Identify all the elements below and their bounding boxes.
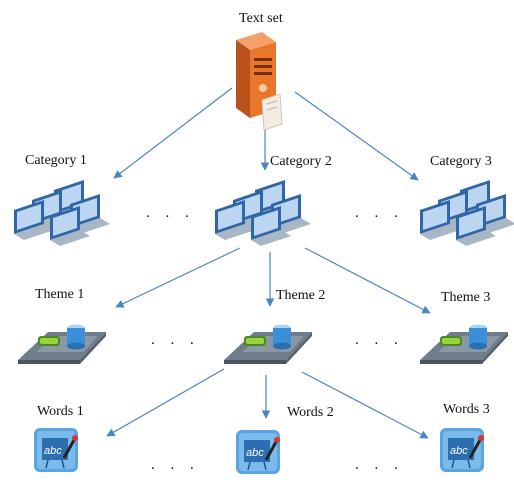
database-platform-icon xyxy=(224,324,312,364)
words-label-3: Words 3 xyxy=(443,402,490,417)
category-label-3: Category 3 xyxy=(430,154,492,169)
edge-theme-words-1 xyxy=(106,368,225,437)
edge-category-theme-1 xyxy=(115,247,241,308)
edge-root-category-1 xyxy=(113,87,233,179)
root-label: Text set xyxy=(239,11,283,26)
ellipsis: . . . xyxy=(355,205,404,221)
abc-board-icon xyxy=(438,426,486,474)
abc-board-icon xyxy=(234,428,282,476)
database-platform-icon xyxy=(420,324,508,364)
category-label-1: Category 1 xyxy=(25,153,87,168)
words-label-2: Words 2 xyxy=(287,405,334,420)
abc-board-icon xyxy=(32,426,80,474)
ellipsis: . . . xyxy=(151,332,200,348)
theme-label-1: Theme 1 xyxy=(35,287,85,302)
theme-label-2: Theme 2 xyxy=(276,288,326,303)
database-platform-icon xyxy=(18,324,106,364)
ellipsis: . . . xyxy=(355,332,404,348)
computer-network-icon xyxy=(420,180,514,246)
computer-network-icon xyxy=(14,180,110,246)
words-label-1: Words 1 xyxy=(37,404,84,419)
ellipsis: . . . xyxy=(146,205,195,221)
edge-category-theme-3 xyxy=(304,247,431,314)
edge-root-category-3 xyxy=(294,91,419,181)
edge-theme-words-3 xyxy=(301,371,429,439)
ellipsis: . . . xyxy=(151,457,200,473)
server-icon xyxy=(235,31,283,131)
category-label-2: Category 2 xyxy=(270,154,332,169)
ellipsis: . . . xyxy=(355,457,404,473)
theme-label-3: Theme 3 xyxy=(441,290,491,305)
computer-network-icon xyxy=(215,180,311,246)
